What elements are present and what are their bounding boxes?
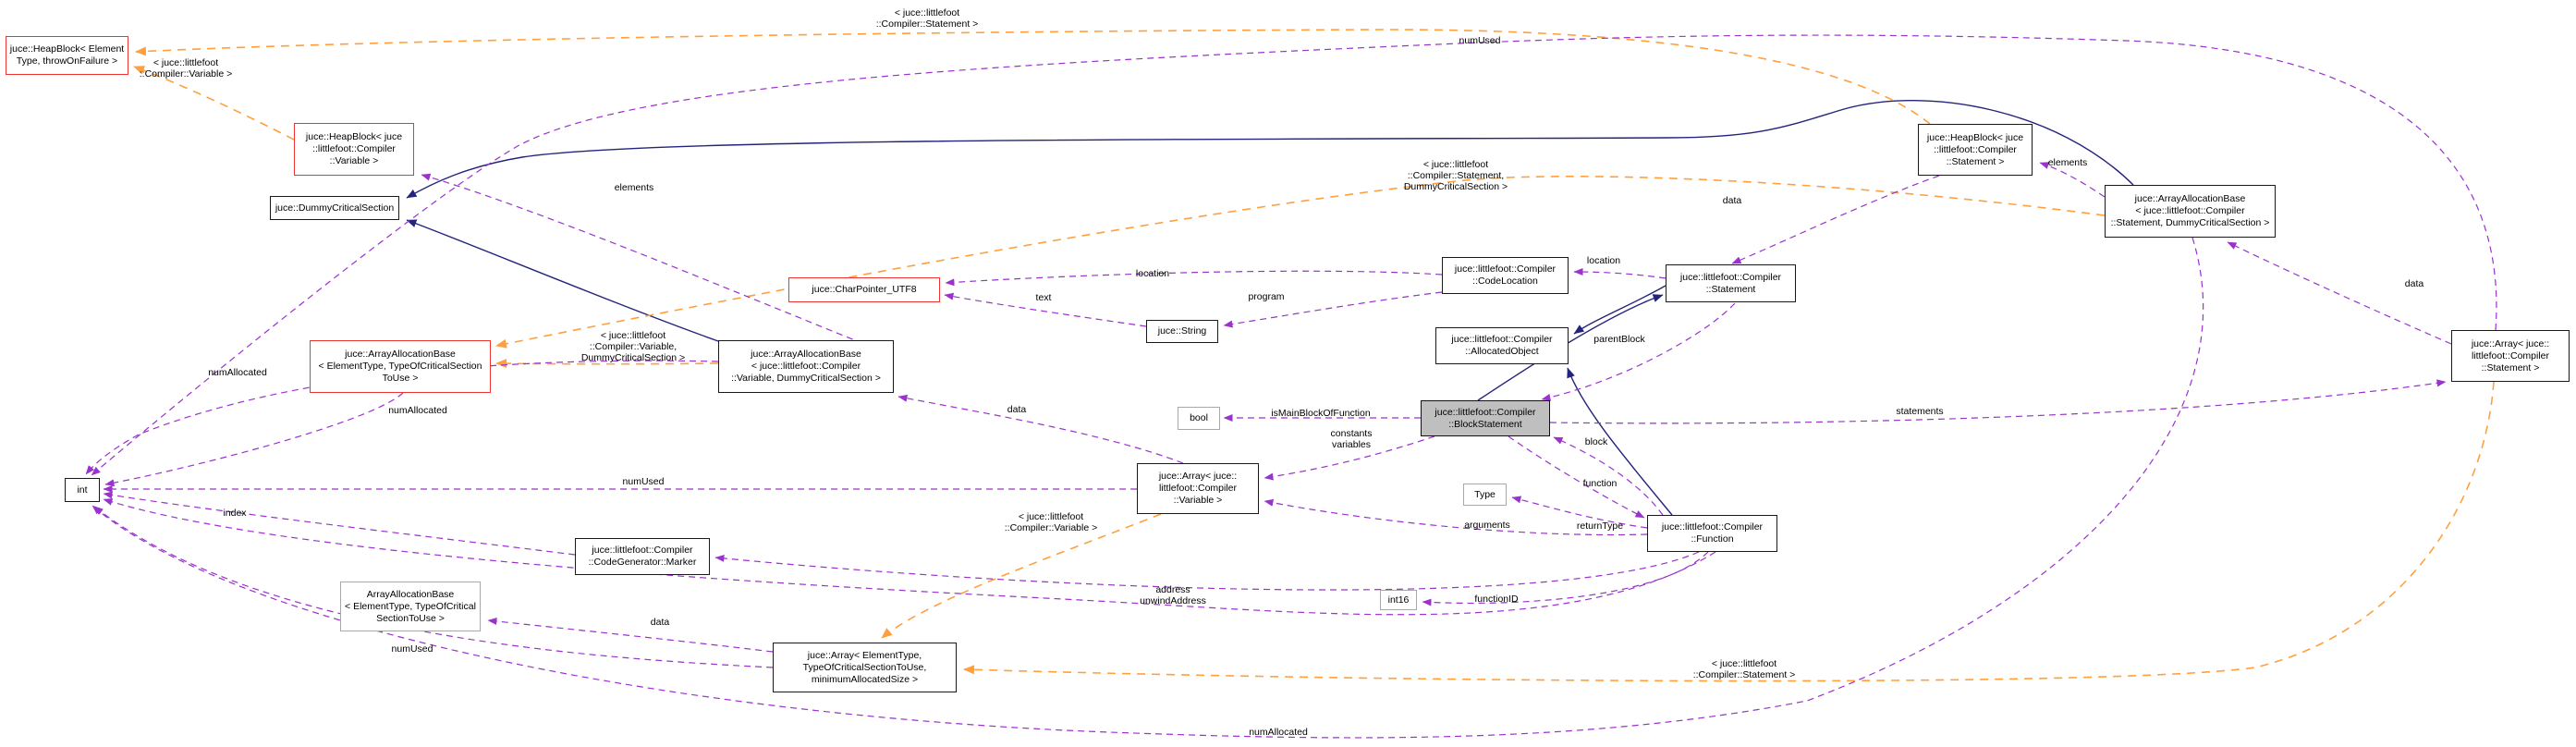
edge-template-arrayvariable-arraytemplate xyxy=(881,513,1162,639)
edge-label-returnType: returnType xyxy=(1576,520,1624,532)
class-node-aab_statement[interactable]: juce::ArrayAllocationBase < juce::little… xyxy=(2105,185,2276,238)
edge-numallocated-2 xyxy=(104,392,404,487)
edge-label-text_lbl: text xyxy=(1035,292,1052,303)
edge-index xyxy=(103,491,576,556)
edge-label-tpl_statement_top: < juce::littlefoot ::Compiler::Statement… xyxy=(875,7,979,30)
edge-label-arguments: arguments xyxy=(1464,520,1510,531)
class-node-array_statement[interactable]: juce::Array< juce:: littlefoot::Compiler… xyxy=(2451,330,2570,382)
edge-label-tpl_variable_mid: < juce::littlefoot ::Compiler::Variable … xyxy=(1004,511,1098,533)
edge-label-data_hbstmt: data xyxy=(1722,195,1742,206)
edge-arguments xyxy=(1264,498,1648,536)
edge-label-statements: statements xyxy=(1896,406,1944,417)
class-node-aab_variable[interactable]: juce::ArrayAllocationBase < juce::little… xyxy=(718,340,894,393)
class-node-allocatedobject[interactable]: juce::littlefoot::Compiler ::AllocatedOb… xyxy=(1435,327,1569,364)
edge-data-right xyxy=(2227,241,2452,345)
edge-inherit-function-allocatedobject xyxy=(1567,367,1673,516)
class-node-array_variable[interactable]: juce::Array< juce:: littlefoot::Compiler… xyxy=(1137,463,1259,514)
edge-constants-variables xyxy=(1264,435,1435,481)
edge-block xyxy=(1553,436,1664,516)
edge-inherit-aabstatement-dummycs xyxy=(406,100,2134,199)
edge-program xyxy=(1223,291,1443,328)
edge-parentblock xyxy=(1541,302,1736,401)
edge-inherit-statement-allocatedobject xyxy=(1573,285,1666,335)
edge-template-hbvariable-hbelement xyxy=(133,66,295,141)
edge-functionid xyxy=(1422,551,1709,606)
edge-label-tpl_variable_dummy: < juce::littlefoot ::Compiler::Variable,… xyxy=(580,330,686,363)
class-node-int_box[interactable]: int xyxy=(65,478,100,502)
edge-location-right xyxy=(1573,268,1666,279)
class-node-bool_box[interactable]: bool xyxy=(1178,407,1220,430)
edge-label-data_right: data xyxy=(2404,278,2424,289)
edge-label-numAllocated_2: numAllocated xyxy=(388,405,447,416)
edge-label-address_unwind: address unwindAddress xyxy=(1140,584,1206,606)
edge-label-numUsed_bottom: numUsed xyxy=(391,643,433,655)
edge-label-tpl_variable_topleft: < juce::littlefoot ::Compiler::Variable … xyxy=(139,57,233,80)
edge-template-aabstatement-aabred xyxy=(495,175,2106,349)
edge-label-numUsed_mid: numUsed xyxy=(622,476,665,487)
edge-location-left xyxy=(945,270,1443,287)
edge-label-data_mid: data xyxy=(1007,404,1027,415)
class-node-string[interactable]: juce::String xyxy=(1146,320,1218,343)
class-node-hb_variable[interactable]: juce::HeapBlock< juce ::littlefoot::Comp… xyxy=(294,123,414,176)
class-node-statement[interactable]: juce::littlefoot::Compiler ::Statement xyxy=(1666,264,1796,302)
edge-label-elements_left: elements xyxy=(614,182,654,193)
edge-text xyxy=(944,292,1147,327)
edge-numused-arc xyxy=(91,34,2497,476)
edge-label-parentBlock: parentBlock xyxy=(1593,334,1645,345)
edge-data-hbstatement xyxy=(1731,175,1940,264)
edge-statements xyxy=(1549,379,2447,424)
class-node-charpointer[interactable]: juce::CharPointer_UTF8 xyxy=(788,277,940,302)
class-node-aab_gray[interactable]: ArrayAllocationBase < ElementType, TypeO… xyxy=(340,582,481,631)
edge-label-functionID: functionID xyxy=(1474,594,1519,605)
edge-label-constants_variables: constants variables xyxy=(1330,428,1373,450)
class-node-function[interactable]: juce::littlefoot::Compiler ::Function xyxy=(1647,515,1777,552)
class-node-hb_element[interactable]: juce::HeapBlock< Element Type, throwOnFa… xyxy=(6,36,128,75)
edge-label-elements_right: elements xyxy=(2047,157,2088,168)
edge-label-isMainBlockOfFunction: isMainBlockOfFunction xyxy=(1271,408,1371,419)
edge-label-location_left: location xyxy=(1135,268,1170,279)
edge-label-index_lbl: index xyxy=(223,508,247,519)
edge-function xyxy=(1508,435,1645,519)
edge-label-program: program xyxy=(1248,291,1285,302)
edge-label-function_lbl: function xyxy=(1582,478,1618,489)
class-node-type_box[interactable]: Type xyxy=(1463,484,1507,506)
class-node-marker[interactable]: juce::littlefoot::Compiler ::CodeGenerat… xyxy=(575,538,710,575)
class-node-codelocation[interactable]: juce::littlefoot::Compiler ::CodeLocatio… xyxy=(1442,257,1569,294)
edge-template-aabvariable-aabred xyxy=(495,359,719,369)
edge-inherit-aabvariable-dummycs xyxy=(406,219,719,342)
edge-elements-right xyxy=(2039,162,2106,198)
class-node-hb_statement[interactable]: juce::HeapBlock< juce ::littlefoot::Comp… xyxy=(1918,124,2033,176)
class-node-blockstatement: juce::littlefoot::Compiler ::BlockStatem… xyxy=(1421,400,1550,436)
edge-function-marker xyxy=(714,551,1700,591)
edge-label-tpl_statement_bottom: < juce::littlefoot ::Compiler::Statement… xyxy=(1692,658,1796,680)
edge-label-data_bottom: data xyxy=(650,617,670,628)
class-node-aab_red[interactable]: juce::ArrayAllocationBase < ElementType,… xyxy=(310,340,491,393)
edge-label-numAllocated_bottom: numAllocated xyxy=(1249,727,1308,738)
edge-label-numAllocated_left: numAllocated xyxy=(208,367,267,378)
edge-label-block_lbl: block xyxy=(1584,436,1608,447)
class-node-int16_box[interactable]: int16 xyxy=(1380,590,1417,610)
edge-data-bottom xyxy=(487,618,774,653)
edge-label-location_right: location xyxy=(1586,255,1621,266)
edge-template-hbstatement-hbelement xyxy=(135,29,1931,125)
edge-label-tpl_statement_dummy: < juce::littlefoot ::Compiler::Statement… xyxy=(1403,159,1508,192)
edge-elements-left xyxy=(421,173,895,357)
class-node-array_elementtype[interactable]: juce::Array< ElementType, TypeOfCritical… xyxy=(773,643,957,692)
edge-data-mid xyxy=(897,394,1184,464)
edge-label-numUsed_top: numUsed xyxy=(1459,35,1501,46)
class-node-dummycs[interactable]: juce::DummyCriticalSection xyxy=(270,196,399,220)
edge-returntype xyxy=(1511,496,1648,529)
